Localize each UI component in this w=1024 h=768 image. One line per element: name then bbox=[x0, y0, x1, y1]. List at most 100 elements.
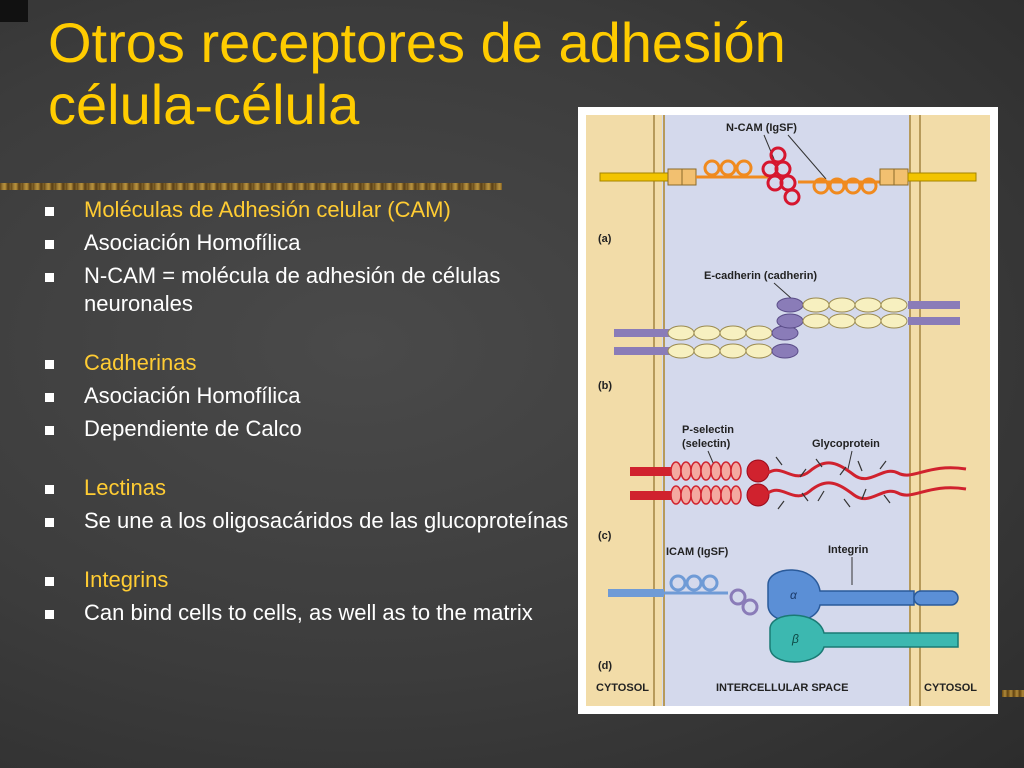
cadherin-domain bbox=[880, 297, 908, 313]
selectin-bead bbox=[700, 485, 712, 505]
ncam-ig-loop bbox=[844, 177, 862, 195]
selectin-bead bbox=[690, 485, 702, 505]
selectin-row-bottom bbox=[670, 483, 770, 507]
pselectin-label-1: P-selectin bbox=[682, 424, 734, 436]
integrin-label: Integrin bbox=[828, 544, 869, 556]
panel-b-label: (b) bbox=[598, 380, 612, 392]
selectin-bead bbox=[670, 485, 682, 505]
icam-ig-loop bbox=[701, 574, 719, 592]
bullet-item: Can bind cells to cells, as well as to t… bbox=[44, 599, 584, 627]
selectin-bead bbox=[730, 461, 742, 481]
bullet-item: Se une a los oligosacáridos de las gluco… bbox=[44, 507, 584, 535]
selectin-head bbox=[746, 459, 770, 483]
ncam-ig-loop bbox=[828, 177, 846, 195]
cytosol-right-label: CYTOSOL bbox=[924, 682, 977, 694]
glycoprotein-label: Glycoprotein bbox=[812, 438, 880, 450]
alpha-label: α bbox=[790, 588, 798, 602]
icam-ig-loop bbox=[729, 588, 747, 606]
selectin-bead bbox=[710, 461, 722, 481]
cadherin-domain bbox=[854, 313, 882, 329]
selectin-bead bbox=[720, 461, 732, 481]
cytosol-right-bg bbox=[910, 115, 990, 706]
bullet-item: Dependiente de Calco bbox=[44, 415, 584, 443]
selectin-bead bbox=[680, 485, 692, 505]
cadherin-domain bbox=[854, 297, 882, 313]
leader-line bbox=[773, 282, 793, 300]
selectin-bead bbox=[710, 485, 722, 505]
selectin-row-top bbox=[670, 459, 770, 483]
leader-line bbox=[787, 134, 827, 180]
bullet-item: Asociación Homofílica bbox=[44, 229, 584, 257]
cadherin-tail bbox=[908, 317, 960, 325]
cadherin-domain bbox=[771, 343, 799, 359]
ncam-ig-loop bbox=[735, 159, 753, 177]
selectin-bead bbox=[670, 461, 682, 481]
cadherin-domain bbox=[667, 325, 695, 341]
title-line-1: Otros receptores de adhesión bbox=[48, 11, 786, 74]
glycan-branches bbox=[775, 456, 891, 510]
cadherin-domain bbox=[802, 313, 830, 329]
beta-label: β bbox=[791, 632, 799, 646]
intercellular-label: INTERCELLULAR SPACE bbox=[716, 682, 848, 694]
figure-svg: N-CAM (IgSF) (a) E-cadherin (cadherin) (… bbox=[586, 115, 990, 706]
cadherin-domain bbox=[667, 343, 695, 359]
ncam-ig-loop bbox=[812, 177, 830, 195]
selectin-tail bbox=[630, 491, 672, 500]
cytosol-left-bg bbox=[586, 115, 662, 706]
bullet-item: Integrins bbox=[44, 566, 584, 594]
cadherin-domain bbox=[802, 297, 830, 313]
ncam-tail-right bbox=[907, 172, 977, 182]
icam-ig-loop bbox=[669, 574, 687, 592]
integrin-alpha-subunit bbox=[767, 569, 915, 623]
ncam-ig-loop bbox=[769, 146, 787, 164]
cadherin-domain bbox=[828, 297, 856, 313]
bullet-item: Lectinas bbox=[44, 474, 584, 502]
cadherin-domain bbox=[719, 343, 747, 359]
icam-ig-loop bbox=[741, 598, 759, 616]
decorative-rule bbox=[0, 183, 502, 190]
adhesion-receptors-figure: N-CAM (IgSF) (a) E-cadherin (cadherin) (… bbox=[578, 107, 998, 714]
pselectin-label-2: (selectin) bbox=[682, 438, 731, 450]
bullet-item: Moléculas de Adhesión celular (CAM) bbox=[44, 196, 584, 224]
title-line-2: célula-célula bbox=[48, 73, 360, 136]
selectin-bead bbox=[690, 461, 702, 481]
cadherin-tail bbox=[908, 301, 960, 309]
cadherin-domain bbox=[693, 325, 721, 341]
cadherin-domain bbox=[745, 325, 773, 341]
cadherin-domain bbox=[693, 343, 721, 359]
cadherin-domain bbox=[880, 313, 908, 329]
selectin-tail bbox=[630, 467, 672, 476]
icam-label: ICAM (IgSF) bbox=[666, 546, 729, 558]
selectin-bead bbox=[700, 461, 712, 481]
ncam-tail-left bbox=[599, 172, 671, 182]
corner-mark bbox=[0, 0, 28, 22]
cadherin-tail bbox=[614, 347, 674, 355]
bullet-item: Cadherinas bbox=[44, 349, 584, 377]
bullet-item: Asociación Homofílica bbox=[44, 382, 584, 410]
panel-c-label: (c) bbox=[598, 530, 612, 542]
ncam-ig-loop bbox=[719, 159, 737, 177]
ncam-ig-loop bbox=[783, 188, 801, 206]
glycoprotein-chain bbox=[767, 481, 967, 501]
selectin-bead bbox=[680, 461, 692, 481]
ecadherin-label: E-cadherin (cadherin) bbox=[704, 270, 817, 282]
cadherin-domain bbox=[719, 325, 747, 341]
page-title: Otros receptores de adhesión célula-célu… bbox=[48, 12, 948, 136]
bullet-item: N-CAM = molécula de adhesión de células … bbox=[44, 262, 584, 318]
bullet-list: Moléculas de Adhesión celular (CAM) Asoc… bbox=[44, 196, 584, 632]
leader-line bbox=[847, 450, 853, 470]
cadherin-tail bbox=[614, 329, 674, 337]
cadherin-domain bbox=[745, 343, 773, 359]
panel-a-label: (a) bbox=[598, 233, 612, 245]
ncam-ig-loop bbox=[860, 177, 878, 195]
cadherin-domain bbox=[776, 313, 804, 329]
ncam-ig-loop bbox=[774, 160, 792, 178]
ncam-label: N-CAM (IgSF) bbox=[726, 122, 797, 134]
decorative-rule-right bbox=[1002, 690, 1024, 697]
integrin-beta-subunit bbox=[769, 614, 959, 663]
icam-ig-loop bbox=[685, 574, 703, 592]
ncam-ig-loop bbox=[703, 159, 721, 177]
icam-tail bbox=[608, 589, 664, 597]
glycoprotein-chain bbox=[767, 461, 967, 481]
selectin-bead bbox=[730, 485, 742, 505]
